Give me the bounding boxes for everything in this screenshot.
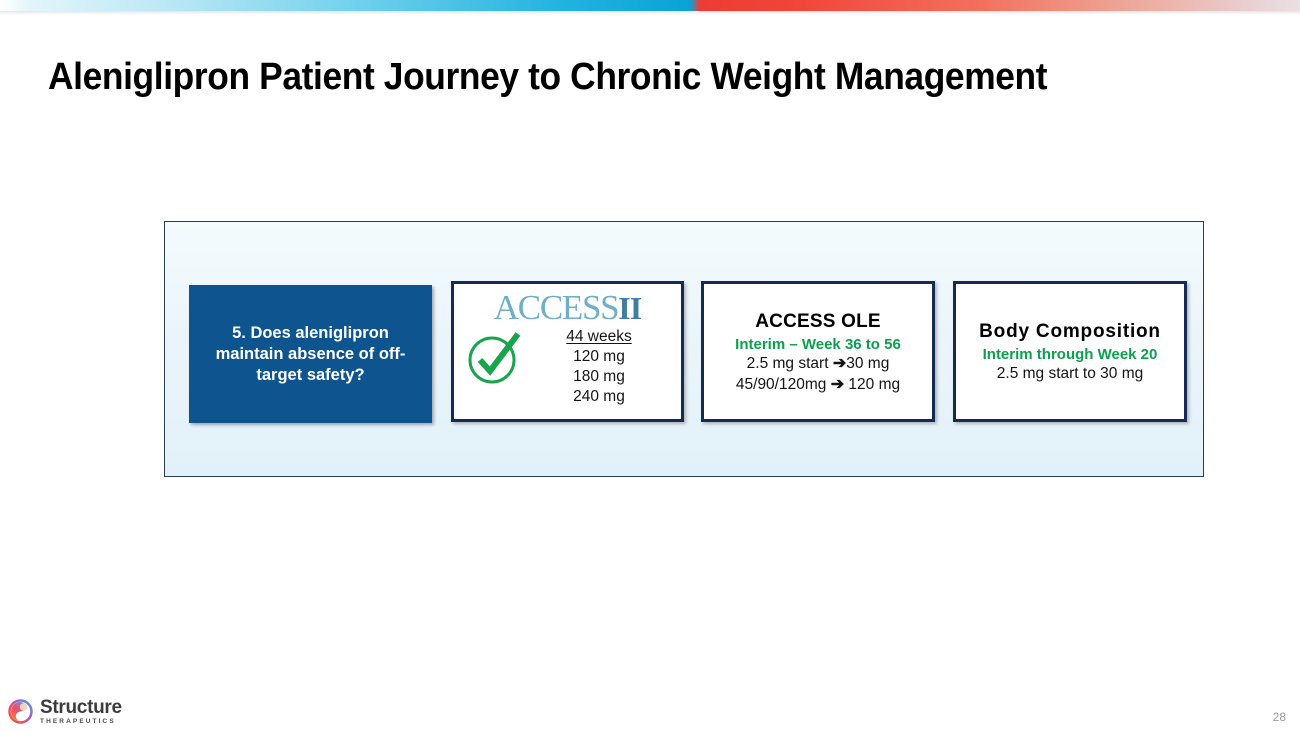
access-ole-line-1: 2.5 mg start ➔30 mg xyxy=(704,353,932,374)
access-2-dose-3: 240 mg xyxy=(573,388,625,405)
access-2-logo: ACCESSII xyxy=(454,290,681,325)
logo-company-tagline: THERAPEUTICS xyxy=(40,718,116,725)
logo-company-name: Structure xyxy=(40,697,122,718)
top-bar-shadow xyxy=(0,11,1300,15)
green-check-circle-icon xyxy=(468,332,521,384)
page-title: Aleniglipron Patient Journey to Chronic … xyxy=(48,56,1048,98)
question-box: 5. Does aleniglipron maintain absence of… xyxy=(189,285,432,423)
access-2-duration: 44 weeks xyxy=(566,328,632,345)
page-number: 28 xyxy=(1272,710,1286,724)
top-gradient-bar xyxy=(0,0,1300,11)
access-ole-interim: Interim – Week 36 to 56 xyxy=(735,336,901,353)
access-2-dose-2: 180 mg xyxy=(573,368,625,385)
logo-text: Structure THERAPEUTICS xyxy=(40,698,122,726)
access-2-dose-list: 44 weeks 120 mg 180 mg 240 mg xyxy=(524,327,674,407)
structure-circle-logo-icon xyxy=(8,699,33,724)
access-ole-line-2: 45/90/120mg ➔ 120 mg xyxy=(704,374,932,395)
access-2-logo-numeral: II xyxy=(618,290,642,326)
body-composition-interim: Interim through Week 20 xyxy=(982,346,1158,363)
access-ole-line-2-post: 120 mg xyxy=(844,376,901,393)
card-access-2: ACCESSII 44 weeks 120 mg 180 mg 240 mg xyxy=(451,281,684,422)
body-composition-title: Body Composition xyxy=(979,321,1161,342)
company-logo: Structure THERAPEUTICS xyxy=(8,698,122,726)
access-ole-title: ACCESS OLE xyxy=(755,311,881,332)
access-2-body: 44 weeks 120 mg 180 mg 240 mg xyxy=(454,325,681,415)
card-access-ole: ACCESS OLE Interim – Week 36 to 56 2.5 m… xyxy=(701,281,935,422)
access-ole-line-2-pre: 45/90/120mg xyxy=(735,376,831,393)
access-ole-line-1-post: 30 mg xyxy=(846,355,890,372)
question-text: 5. Does aleniglipron maintain absence of… xyxy=(215,323,406,384)
arrow-right-icon: ➔ xyxy=(832,355,847,372)
access-2-logo-word: ACCESS xyxy=(493,288,620,327)
access-ole-line-1-pre: 2.5 mg start xyxy=(746,355,833,372)
card-body-composition: Body Composition Interim through Week 20… xyxy=(953,281,1187,422)
arrow-right-icon: ➔ xyxy=(830,376,845,393)
body-composition-line-1: 2.5 mg start to 30 mg xyxy=(996,365,1144,382)
access-2-dose-1: 120 mg xyxy=(573,348,625,365)
